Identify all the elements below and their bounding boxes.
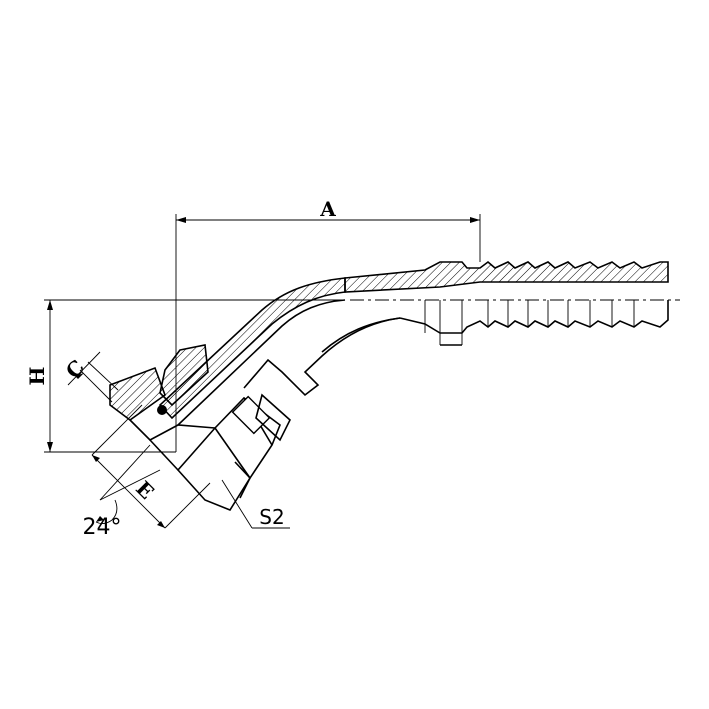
tail-wall-top xyxy=(344,260,669,293)
head-hatched-lower xyxy=(109,366,166,421)
nose-face xyxy=(149,439,179,471)
angle-arrow xyxy=(96,516,104,522)
angle-arc xyxy=(95,499,118,525)
angle-label: 24° xyxy=(83,515,122,540)
dim-a-label: A xyxy=(319,197,336,221)
dim-c-ext-1 xyxy=(79,369,113,403)
bend-wall-hatched xyxy=(158,277,346,420)
dim-c-label: C xyxy=(61,355,89,383)
nut-chamfer xyxy=(234,461,251,499)
dim-h-arrow-bottom xyxy=(47,442,53,452)
dim-a-arrow-left xyxy=(176,217,186,223)
nut-flat-1 xyxy=(214,427,251,479)
angle-callout: 24° xyxy=(83,444,161,540)
angle-leg-2 xyxy=(99,469,161,501)
nut-shoulder xyxy=(255,393,291,442)
dim-e-arrow-2 xyxy=(157,521,165,528)
head-nose xyxy=(129,419,216,441)
bend-outline-bottom xyxy=(243,317,401,397)
dim-c-arrow-2 xyxy=(90,356,96,362)
hex-nut xyxy=(176,393,291,511)
dim-e-arrow-1 xyxy=(92,455,100,462)
s2-label: S2 xyxy=(259,505,284,529)
dimension-h: H xyxy=(25,299,345,453)
dim-e-ext-top xyxy=(91,404,143,456)
dim-c-line xyxy=(67,351,101,386)
s2-leader xyxy=(221,479,253,529)
s2-callout: S2 xyxy=(221,479,290,529)
dim-e-ext-bottom xyxy=(164,482,211,529)
sealing-head xyxy=(109,344,216,471)
dim-h-arrow-top xyxy=(47,300,53,310)
dim-h-label: H xyxy=(25,367,49,386)
dim-e-label: E xyxy=(131,476,159,504)
dim-e-line xyxy=(91,454,166,529)
angle-leg-1 xyxy=(99,444,151,501)
bend-bore-top xyxy=(177,299,346,426)
o-ring xyxy=(157,405,167,415)
dim-c-ext-2 xyxy=(87,361,119,391)
hose-tail xyxy=(344,260,680,346)
dimension-a: A xyxy=(175,197,481,452)
dim-c-arrow-1 xyxy=(75,373,84,379)
dim-a-arrow-right xyxy=(470,217,480,223)
head-hatched-upper xyxy=(159,344,209,407)
bent-tube xyxy=(158,277,401,426)
